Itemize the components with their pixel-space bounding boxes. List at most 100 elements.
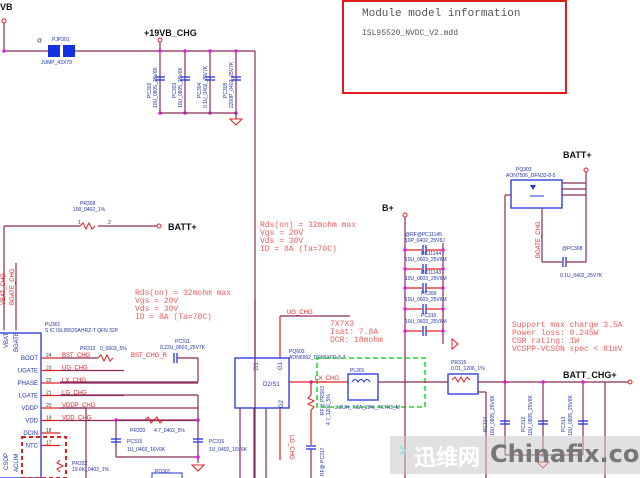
schematic-label: Vgs = 20V <box>135 297 178 306</box>
junction-dot <box>403 329 407 333</box>
vdd-filter: PR320 4.7_0402_5% PC315 1U_0402_16V6K PC… <box>56 394 248 478</box>
sense-note: Support max charge 3.5A Power loss: 0.24… <box>512 321 623 354</box>
ic-pin-name: NTC <box>26 444 39 450</box>
schematic-label: BST_CHG_R <box>131 353 168 359</box>
schematic-wire <box>56 459 65 473</box>
schematic-wire <box>451 337 459 351</box>
junction-dot <box>403 286 407 290</box>
cap-ref: @RF@PC11145 <box>405 232 442 238</box>
schematic-wire <box>21 436 67 478</box>
junction-dot <box>2 49 6 53</box>
schematic-label: RF@ PRS03 <box>320 386 326 415</box>
schematic-label: PD301 <box>155 469 171 475</box>
schematic-label: ID = 8A (Ta=70C) <box>135 313 212 322</box>
cap-ref: PC309 <box>421 291 437 297</box>
schematic-wire <box>190 464 206 472</box>
schematic-label: PR309 <box>80 201 96 207</box>
junction-dot <box>627 379 633 385</box>
junction-dot <box>402 212 408 218</box>
schematic-label: Isat: 7.8A <box>330 328 378 337</box>
schematic-label: D2/S1 <box>263 382 280 388</box>
schematic-label: 100_0402_1% <box>73 207 106 213</box>
cap-ref: PC314 <box>483 416 489 432</box>
batt-left-label: BATT+ <box>168 222 197 232</box>
vbat-bgate-nets: VBAT_CHG BGATE_CHG <box>1 263 17 330</box>
schematic-label: CSOP <box>4 453 10 470</box>
schematic-label: PC311 <box>175 339 190 345</box>
cap-value: 10U_0603_25V6M <box>405 297 447 303</box>
schematic-label: 1U_0402_16V6K <box>209 447 248 453</box>
module-info-box: Module model information ISL95520_NVDC_V… <box>342 0 567 94</box>
schematic-label: S IC ISL95520AHRZ-T QFN 32P <box>45 328 119 334</box>
schematic-label: DCR: 18mohm <box>330 336 383 345</box>
ic-pin-name: BOOT <box>21 356 38 362</box>
schematic-label: Support max charge 3.5A <box>512 321 623 330</box>
junction-dot <box>157 37 163 43</box>
schematic-label: 0.1U_0402_25V7K <box>560 273 603 279</box>
schematic-wire: @RF@PC1114510P_0402_25V8JPC1114410U_0603… <box>403 232 447 336</box>
schematic-label: Power loss: 0.245W <box>512 329 599 338</box>
schematic-label: PQ603 <box>289 349 305 355</box>
schematic-label: AON7506_DFN33-8-5 <box>506 173 556 179</box>
cap-ref: PC313 <box>561 416 567 432</box>
schematic-wire <box>306 394 316 411</box>
schematic-label: LG_CHG <box>288 435 294 460</box>
schematic-label: BGATE_CHG <box>536 221 542 258</box>
cap-ref: PC310 <box>421 313 437 319</box>
boot-circuit: PR312 0_0603_5% BST_CHG_R PC311 0.22U_06… <box>60 339 206 383</box>
ic-pin-net: VDD_CHG <box>62 416 92 422</box>
cap-ref: PC11144 <box>421 251 441 257</box>
ic-pin-net: BST_CHG <box>62 353 91 359</box>
junction-dot <box>208 49 212 53</box>
schematic-label: 7X7X3 <box>330 320 354 329</box>
junction-dot <box>441 307 445 311</box>
cap-value: 10U_0603_25V6M <box>405 276 447 282</box>
ic-pin-number: 20 <box>46 403 52 409</box>
cap-value: 10U_0805_25V6K <box>178 66 184 108</box>
schematic-label: PR315 <box>451 360 467 366</box>
junction-dot <box>183 49 187 53</box>
cap-ref: PC302 <box>147 82 153 98</box>
schematic-wire <box>451 376 471 383</box>
cap-value: 0.1U_0402_25V7K <box>203 65 209 108</box>
schematic-wire <box>447 373 479 395</box>
schematic-label: VBAT <box>4 332 10 348</box>
junction-dot <box>403 267 407 271</box>
mosfet-note-2: Rds(on) = 32mohm max Vgs = 20V Vds = 30V… <box>135 289 231 322</box>
junction-dot <box>441 329 445 333</box>
ic-pin-number: 22 <box>46 378 52 384</box>
schematic-label: @ <box>37 38 42 44</box>
mosfet-note-1: Rds(on) = 32mohm max Vgs = 20V Vds = 30V… <box>260 221 356 254</box>
schematic-label: PL301 <box>350 368 365 374</box>
ic-pin-number: 18 <box>46 428 52 434</box>
ic-pin-name: DCIN <box>23 431 38 437</box>
schematic-label: Rds(on) = 32mohm max <box>260 221 356 230</box>
junction-dot <box>156 223 162 229</box>
ic-pin-name: VDD <box>25 419 38 425</box>
schematic-wire <box>144 416 164 424</box>
schematic-label: ACLIM <box>14 454 20 472</box>
batt-chg-label: BATT_CHG+ <box>563 370 617 380</box>
ic-pin-net: LG_CHG <box>62 391 87 397</box>
schematic-label: 0.22U_0603_25V7K <box>160 345 206 351</box>
cap-ref: PC303 <box>172 82 178 98</box>
jumper-pjp301: PJP301 JUMP_43X79 @ <box>37 37 75 66</box>
ic-pu301: PU301 S IC ISL95520AHRZ-T QFN 32P VBAT B… <box>0 322 198 478</box>
schematic-label: 1 <box>78 220 81 226</box>
schematic-label: ID = 8A (Ta=70C) <box>260 245 337 254</box>
schematic-label: PQ303 <box>516 167 532 173</box>
watermark-cn: 迅维网 <box>414 446 481 471</box>
pr309-batt-path: BATT+ PR309 100_0402_1% 1 2 <box>3 201 197 330</box>
cap-ref: PC304 <box>197 82 203 98</box>
ic-pin-number: 24 <box>46 353 52 359</box>
schematic-label: LX_CHG <box>315 376 339 382</box>
module-info-file: ISL95520_NVDC_V2.mdd <box>362 29 459 38</box>
junction-dot <box>541 380 545 384</box>
schematic-label: PR322 <box>72 461 88 467</box>
cap-value: 10U_0805_25V6K <box>528 394 534 436</box>
schematic-label: PR320 <box>130 428 146 434</box>
vb-rail: VB <box>0 2 48 53</box>
ic-pin-name: UGATE <box>18 369 38 375</box>
ic-pin-name: LGATE <box>19 394 38 400</box>
